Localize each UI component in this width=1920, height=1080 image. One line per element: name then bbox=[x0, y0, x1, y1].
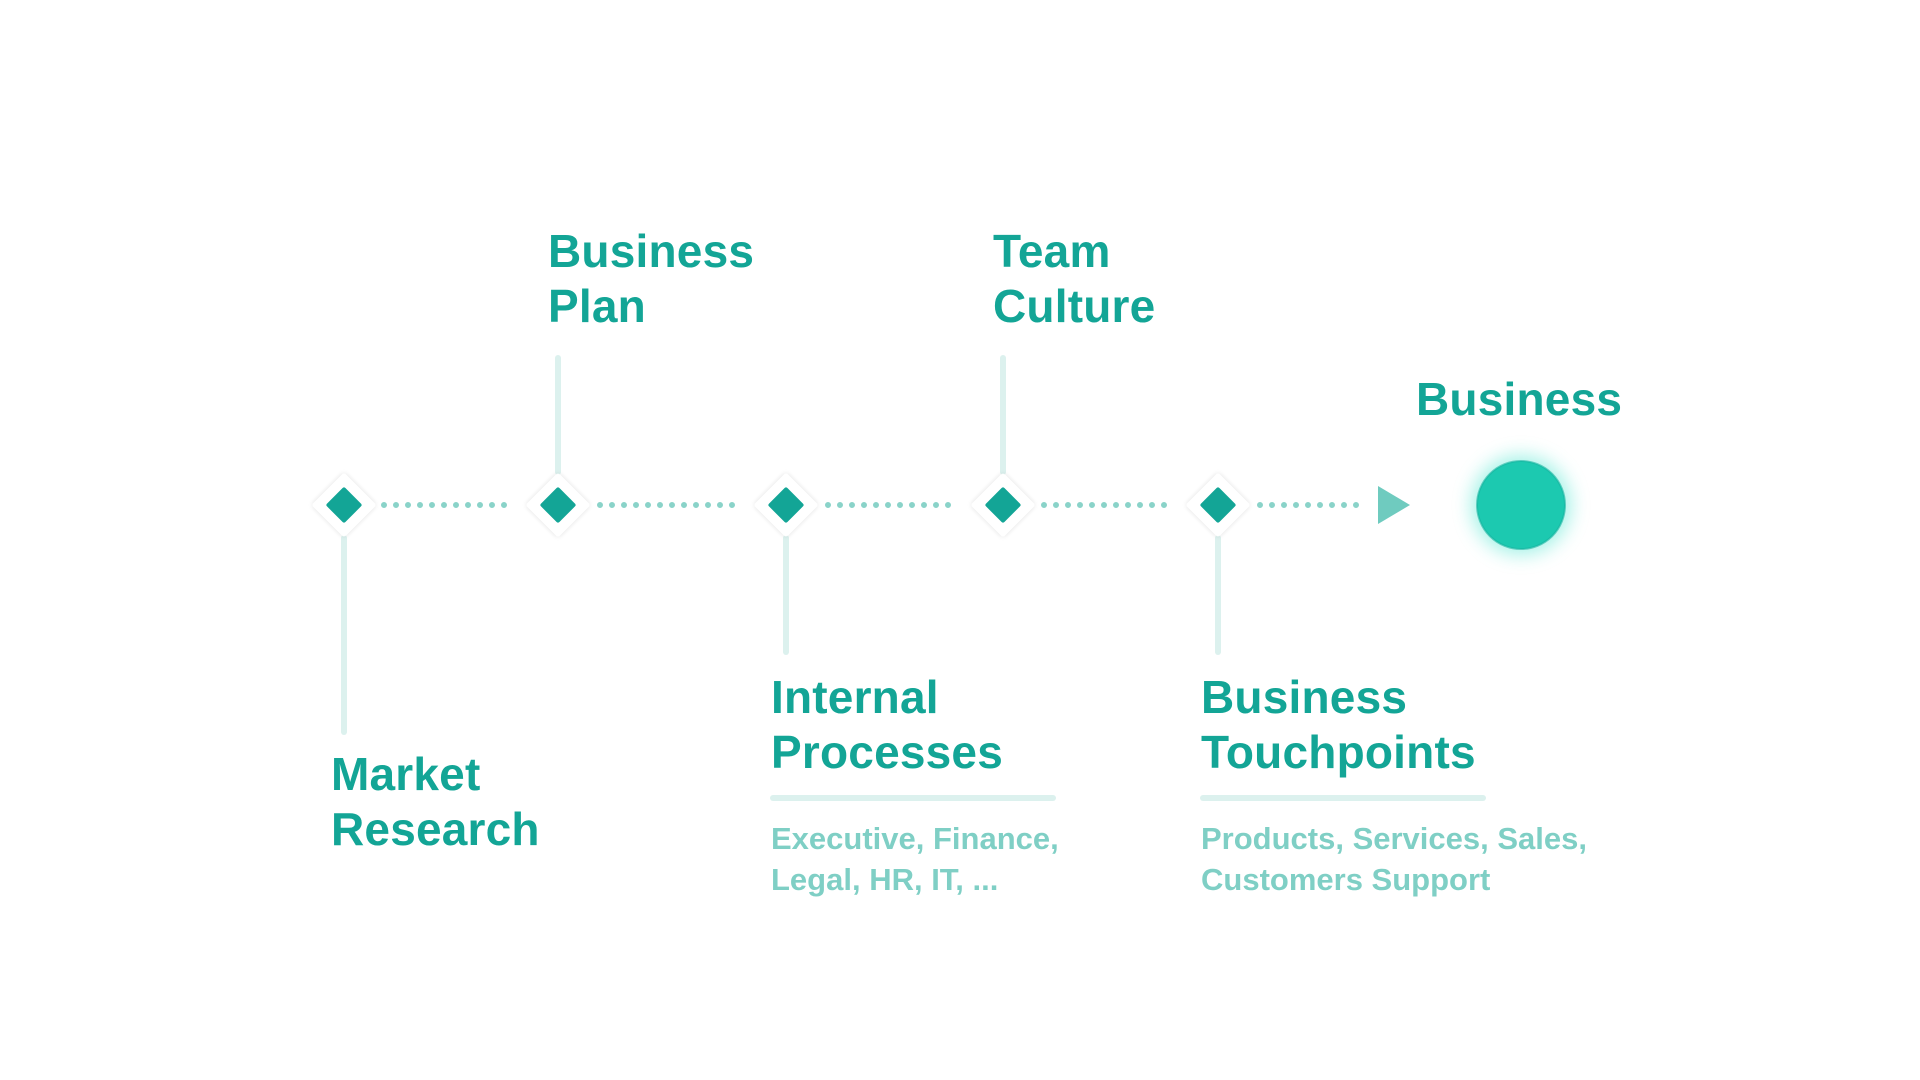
diamond-icon bbox=[971, 473, 1035, 537]
milestone-label-line: Team bbox=[993, 225, 1111, 277]
milestone-label-business-plan: Business Plan bbox=[548, 224, 754, 334]
goal-circle-icon bbox=[1471, 455, 1571, 555]
milestone-label-line: Plan bbox=[548, 280, 646, 332]
milestone-label-line: Touchpoints bbox=[1201, 726, 1476, 778]
milestone-label-line: Market bbox=[331, 748, 481, 800]
milestone-label-team-culture: Team Culture bbox=[993, 224, 1155, 334]
milestone-label-line: Business bbox=[548, 225, 755, 277]
connector-lines bbox=[341, 355, 1221, 735]
milestone-label-line: Business bbox=[1201, 671, 1408, 723]
milestone-label-line: Research bbox=[331, 803, 540, 855]
goal-label: Business bbox=[1416, 372, 1622, 427]
milestone-label-business-touchpoints: Business Touchpoints bbox=[1201, 670, 1476, 780]
details-line: Executive, Finance, bbox=[771, 821, 1059, 856]
milestone-markers bbox=[312, 473, 1250, 537]
details-business-touchpoints: Products, Services, Sales, Customers Sup… bbox=[1201, 818, 1587, 900]
arrow-right-icon bbox=[1378, 486, 1410, 524]
diamond-icon bbox=[1186, 473, 1250, 537]
underline-business-touchpoints bbox=[1200, 795, 1486, 801]
details-line: Products, Services, Sales, bbox=[1201, 821, 1587, 856]
diamond-icon bbox=[312, 473, 376, 537]
milestone-label-internal-processes: Internal Processes bbox=[771, 670, 1003, 780]
milestone-label-line: Processes bbox=[771, 726, 1003, 778]
goal-label-text: Business bbox=[1416, 373, 1623, 425]
details-line: Customers Support bbox=[1201, 862, 1491, 897]
diamond-icon bbox=[754, 473, 818, 537]
milestone-label-market-research: Market Research bbox=[331, 747, 540, 857]
milestone-label-line: Internal bbox=[771, 671, 939, 723]
underline-internal-processes bbox=[770, 795, 1056, 801]
diamond-icon bbox=[526, 473, 590, 537]
milestone-label-line: Culture bbox=[993, 280, 1156, 332]
details-line: Legal, HR, IT, ... bbox=[771, 862, 999, 897]
details-internal-processes: Executive, Finance, Legal, HR, IT, ... bbox=[771, 818, 1059, 900]
